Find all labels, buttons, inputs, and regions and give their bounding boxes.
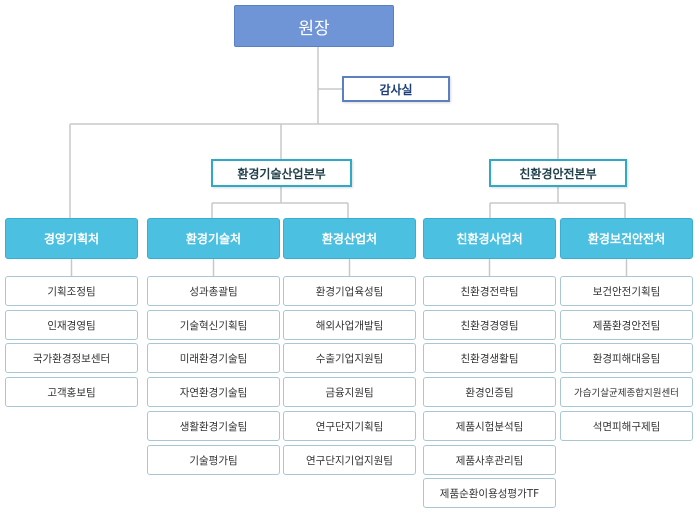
- office-label: 친환경사업처: [456, 232, 523, 246]
- hq-label: 친환경안전본부: [519, 166, 597, 181]
- team-box: 자연환경기술팀: [147, 377, 280, 407]
- team-box: 제품사후관리팀: [423, 445, 556, 475]
- team-box: 인재경영팀: [5, 310, 138, 340]
- team-box: 친환경전략팀: [423, 276, 556, 306]
- team-label: 석면피해구제팀: [592, 420, 661, 433]
- team-label: 제품순환이용성평가TF: [439, 487, 540, 500]
- team-box: 고객홍보팀: [5, 377, 138, 407]
- team-label: 자연환경기술팀: [179, 386, 248, 399]
- team-box: 환경기업육성팀: [283, 276, 416, 306]
- team-box: 친환경경영팀: [423, 310, 556, 340]
- audit-office-label: 감사실: [379, 82, 413, 97]
- team-box: 보건안전기획팀: [560, 276, 693, 306]
- team-box: 생활환경기술팀: [147, 411, 280, 441]
- office-label: 환경기술처: [185, 232, 242, 246]
- team-label: 연구단지기업지원팀: [306, 454, 393, 467]
- team-label: 고객홍보팀: [47, 386, 96, 399]
- team-label: 친환경전략팀: [460, 285, 519, 298]
- team-box: 친환경생활팀: [423, 343, 556, 373]
- team-label: 해외사업개발팀: [315, 319, 384, 332]
- team-box: 환경피해대응팀: [560, 343, 693, 373]
- office-label: 경영기획처: [43, 232, 100, 246]
- team-label: 환경인증팀: [465, 386, 514, 399]
- team-box: 연구단지기획팀: [283, 411, 416, 441]
- team-box: 성과총괄팀: [147, 276, 280, 306]
- team-label: 기술평가팀: [189, 454, 238, 467]
- team-label: 국가환경정보센터: [32, 352, 111, 365]
- team-label: 수출기업지원팀: [315, 352, 384, 365]
- team-label: 제품사후관리팀: [455, 454, 524, 467]
- team-label: 제품시험분석팀: [455, 420, 524, 433]
- team-box: 제품시험분석팀: [423, 411, 556, 441]
- hq-box-eco-safety: 친환경안전본부: [489, 159, 627, 187]
- audit-office-box: 감사실: [342, 76, 450, 102]
- team-label: 미래환경기술팀: [179, 352, 248, 365]
- team-label: 금융지원팀: [325, 386, 374, 399]
- team-label: 연구단지기획팀: [315, 420, 384, 433]
- hq-box-tech-industry: 환경기술산업본부: [211, 159, 352, 187]
- office-box: 경영기획처: [5, 218, 138, 259]
- team-label: 친환경생활팀: [460, 352, 519, 365]
- team-box: 기술혁신기획팀: [147, 310, 280, 340]
- team-box: 기획조정팀: [5, 276, 138, 306]
- team-label: 보건안전기획팀: [592, 285, 661, 298]
- team-box: 해외사업개발팀: [283, 310, 416, 340]
- team-label: 제품환경안전팀: [592, 319, 661, 332]
- team-label: 환경기업육성팀: [315, 285, 384, 298]
- team-box: 제품환경안전팀: [560, 310, 693, 340]
- team-box: 가습기살균제종합지원센터: [560, 377, 693, 407]
- team-label: 기획조정팀: [47, 285, 96, 298]
- hq-label: 환경기술산업본부: [237, 166, 326, 181]
- team-box: 미래환경기술팀: [147, 343, 280, 373]
- office-box: 환경산업처: [283, 218, 416, 259]
- team-label: 가습기살균제종합지원센터: [574, 388, 679, 399]
- team-label: 생활환경기술팀: [179, 420, 248, 433]
- team-box: 금융지원팀: [283, 377, 416, 407]
- office-box: 환경기술처: [147, 218, 280, 259]
- team-box: 연구단지기업지원팀: [283, 445, 416, 475]
- org-root-box: 원장: [234, 5, 394, 47]
- team-box: 수출기업지원팀: [283, 343, 416, 373]
- team-label: 환경피해대응팀: [592, 352, 661, 365]
- team-label: 성과총괄팀: [189, 285, 238, 298]
- org-root-label: 원장: [298, 18, 330, 39]
- team-box: 환경인증팀: [423, 377, 556, 407]
- team-box: 기술평가팀: [147, 445, 280, 475]
- team-label: 기술혁신기획팀: [179, 319, 248, 332]
- team-box: 제품순환이용성평가TF: [423, 478, 556, 508]
- team-box: 국가환경정보센터: [5, 343, 138, 373]
- office-box: 환경보건안전처: [560, 218, 693, 259]
- team-label: 인재경영팀: [47, 319, 96, 332]
- office-box: 친환경사업처: [423, 218, 556, 259]
- team-label: 친환경경영팀: [460, 319, 519, 332]
- office-label: 환경보건안전처: [587, 232, 666, 246]
- office-label: 환경산업처: [321, 232, 378, 246]
- team-box: 석면피해구제팀: [560, 411, 693, 441]
